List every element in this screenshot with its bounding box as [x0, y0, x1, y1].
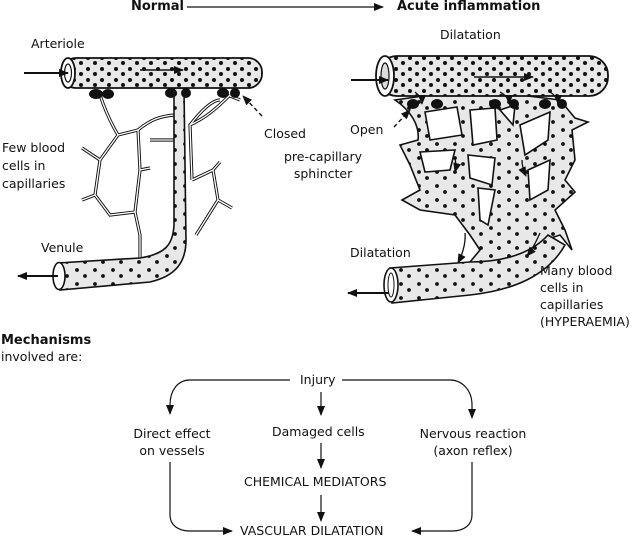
dilatation-top-label: Dilatation [440, 27, 501, 42]
flow-arrow-branch-3 [549, 91, 562, 105]
chemical-mediators-node: CHEMICAL MEDIATORS [244, 474, 387, 489]
closed-label: Closed [264, 126, 306, 141]
few-blood-cells-label: Few blood cells in capillaries [2, 139, 65, 193]
direct-to-vascular-arrow [169, 462, 233, 535]
many-blood-cells-line-3: capillaries [540, 297, 604, 312]
acute-inflammation-heading: Acute inflammation [397, 0, 541, 14]
many-blood-cells-line-2: cells in [540, 280, 584, 295]
many-blood-cells-label: Many blood cells in capillaries (HYPERAE… [540, 262, 630, 330]
nervous-to-vascular-arrow [411, 462, 473, 535]
injury-to-direct-arrow [166, 379, 290, 415]
nervous-reaction-line-1: Nervous reaction [419, 426, 527, 441]
nervous-reaction-node: Nervous reaction (axon reflex) [416, 425, 530, 459]
dilatation-bottom-label: Dilatation [350, 245, 411, 260]
direct-effect-line-1: Direct effect [133, 426, 211, 441]
arteriole-label: Arteriole [31, 36, 85, 51]
closed-pointer-arrow [242, 95, 263, 117]
normal-heading: Normal [131, 0, 184, 14]
flow-arrow-down-1 [457, 232, 466, 264]
damaged-cells-node: Damaged cells [272, 424, 365, 439]
venule-label: Venule [41, 240, 84, 255]
pre-capillary-sphincter-label: pre-capillary sphincter [284, 148, 362, 182]
flow-arrow-branch-1 [414, 91, 426, 105]
flow-arrow-branch-2 [499, 91, 513, 105]
many-blood-cells-line-1: Many blood [540, 263, 613, 278]
open-pointer-arrow [393, 109, 411, 128]
flow-arrow-down-2 [526, 232, 541, 257]
mechanisms-subheading: involved are: [1, 349, 83, 364]
open-label: Open [350, 122, 384, 137]
normal-vessel-network [52, 57, 263, 291]
many-blood-cells-line-4: (HYPERAEMIA) [540, 314, 630, 329]
few-blood-cells-line-1: Few blood [2, 140, 66, 155]
flow-arrow-hole-1 [453, 157, 462, 173]
mechanisms-heading: Mechanisms [1, 333, 92, 348]
few-blood-cells-line-3: capillaries [2, 176, 66, 191]
inflamed-vessel-network [375, 55, 609, 304]
injury-node: Injury [300, 372, 336, 387]
flow-arrow-hole-2 [518, 159, 527, 177]
sphincter-line-2: sphincter [293, 166, 353, 181]
direct-effect-line-2: on vessels [139, 443, 205, 458]
nervous-reaction-line-2: (axon reflex) [433, 443, 513, 458]
direct-effect-node: Direct effect on vessels [128, 425, 216, 459]
few-blood-cells-line-2: cells in [2, 158, 46, 173]
vascular-dilatation-node: VASCULAR DILATATION [240, 523, 384, 538]
sphincter-line-1: pre-capillary [284, 149, 363, 164]
injury-to-nervous-arrow [342, 379, 476, 419]
